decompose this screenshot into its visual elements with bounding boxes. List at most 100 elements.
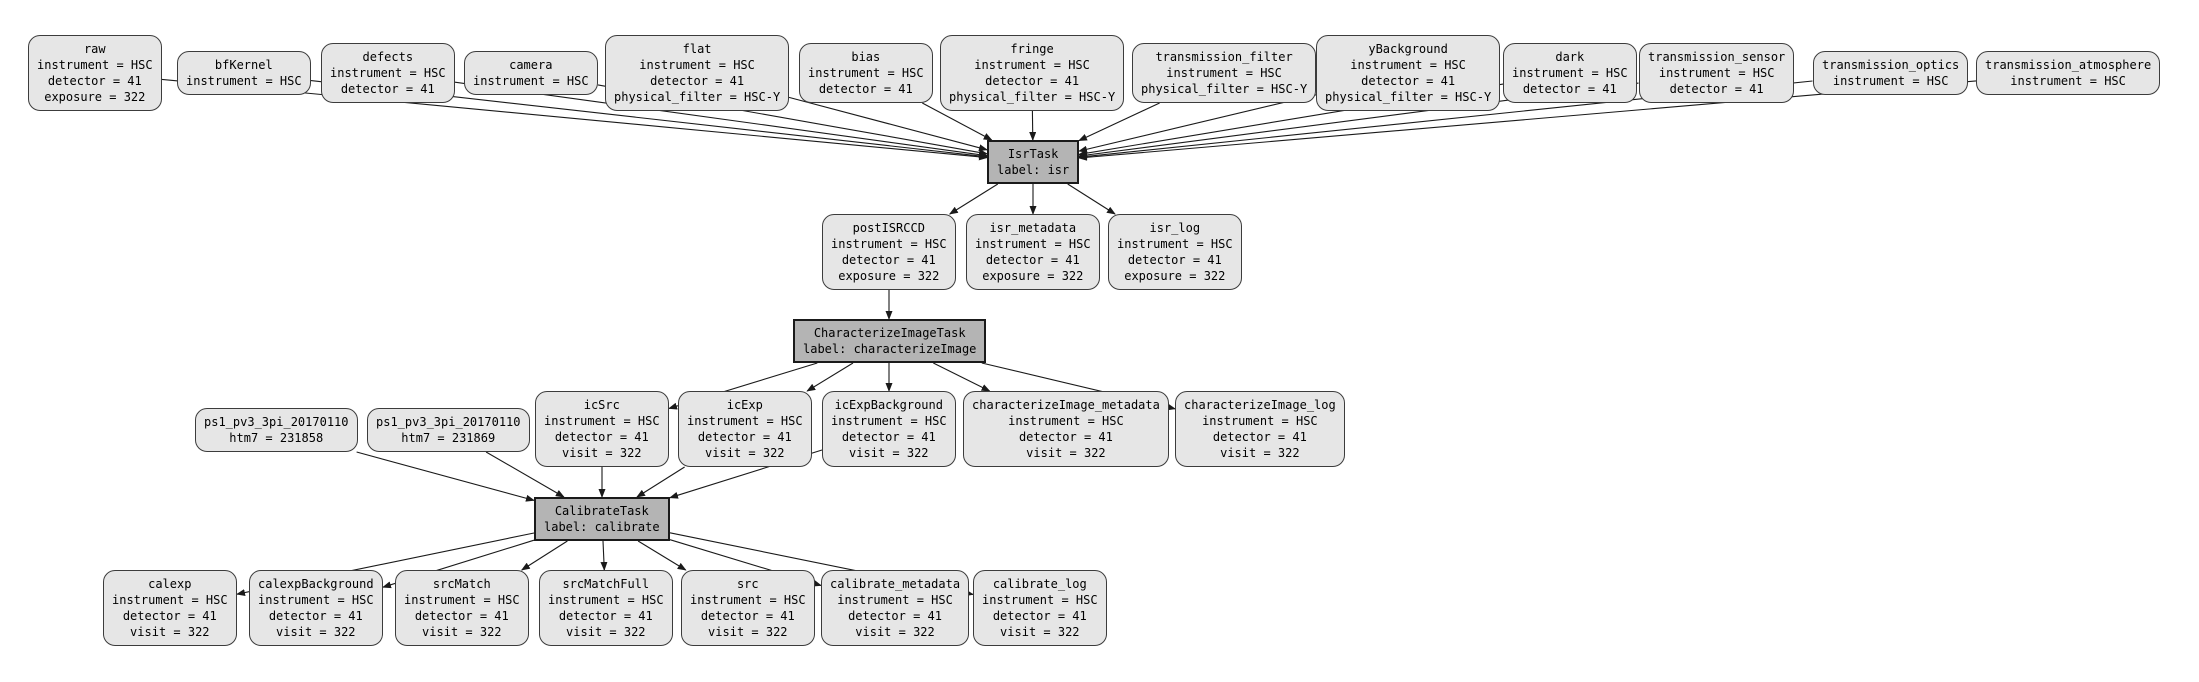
node-attr: instrument = HSC (690, 593, 806, 607)
node-attr: instrument = HSC (258, 593, 374, 607)
node-title: transmission_filter (1155, 50, 1293, 64)
node-title: icSrc (583, 398, 620, 412)
node-attr: visit = 322 (566, 625, 646, 639)
node-attr: exposure = 322 (982, 269, 1084, 283)
node-attr: instrument = HSC (1202, 414, 1318, 428)
node-title: characterizeImage_metadata (972, 398, 1160, 412)
node-attr: detector = 41 (697, 430, 792, 444)
node-title: raw (83, 42, 106, 56)
edge-CalibrateTask-to-src (637, 540, 687, 571)
node-title: defects (362, 50, 414, 64)
node-attr: detector = 41 (1522, 82, 1617, 96)
node-attr: detector = 41 (841, 253, 936, 267)
node-title: ps1_pv3_3pi_20170110 (204, 415, 349, 429)
node-attr: detector = 41 (985, 74, 1080, 88)
node-title: postISRCCD (852, 221, 925, 235)
node-title: isr_metadata (989, 221, 1077, 235)
edge-transmission_filter-to-IsrTask (1078, 102, 1160, 142)
node-attr: instrument = HSC (975, 237, 1091, 251)
node-attr: instrument = HSC (1658, 66, 1775, 80)
dataset-node-srcMatchFull: srcMatchFull instrument = HSC detector = 4… (539, 570, 673, 646)
node-attr: detector = 41 (992, 609, 1087, 623)
node-attr: instrument = HSC (112, 593, 228, 607)
node-attr: instrument = HSC (837, 593, 953, 607)
node-title: src (736, 577, 759, 591)
node-title: dark (1555, 50, 1585, 64)
edge-IsrTask-to-postISRCCD (948, 183, 999, 215)
node-attr: visit = 322 (276, 625, 356, 639)
node-title: camera (509, 58, 553, 72)
node-attr: detector = 41 (268, 609, 363, 623)
node-title: yBackground (1368, 42, 1448, 56)
node-attr: detector = 41 (47, 74, 142, 88)
node-attr: visit = 322 (855, 625, 935, 639)
node-attr: detector = 41 (1127, 253, 1222, 267)
node-title: CalibrateTask (554, 504, 649, 518)
edge-CharacterizeImageTask-to-characterizeImage_metadata (933, 362, 991, 392)
dataset-node-dark: dark instrument = HSC detector = 41 (1503, 43, 1637, 103)
node-attr: htm7 = 231869 (401, 431, 496, 445)
node-title: ps1_pv3_3pi_20170110 (376, 415, 521, 429)
node-attr: instrument = HSC (1512, 66, 1628, 80)
node-attr: physical_filter = HSC-Y (614, 90, 781, 104)
node-title: calibrate_log (992, 577, 1087, 591)
task-node-CalibrateTask: CalibrateTask label: calibrate (534, 497, 670, 541)
node-title: CharacterizeImageTask (813, 326, 966, 340)
node-title: srcMatchFull (562, 577, 650, 591)
node-title: isr_log (1149, 221, 1201, 235)
node-attr: exposure = 322 (838, 269, 940, 283)
node-attr: label: calibrate (544, 520, 660, 534)
node-attr: physical_filter = HSC-Y (949, 90, 1116, 104)
node-attr: detector = 41 (554, 430, 649, 444)
edge-flat-to-IsrTask (788, 96, 988, 152)
node-attr: detector = 41 (1018, 430, 1113, 444)
node-attr: instrument = HSC (544, 414, 660, 428)
node-title: IsrTask (1007, 147, 1059, 161)
edge-CharacterizeImageTask-to-icExp (806, 362, 854, 392)
node-attr: detector = 41 (650, 74, 745, 88)
node-attr: label: isr (997, 163, 1070, 177)
node-attr: visit = 322 (130, 625, 210, 639)
node-title: calibrate_metadata (830, 577, 961, 591)
node-title: transmission_sensor (1648, 50, 1786, 64)
edge-IsrTask-to-isr_log (1067, 183, 1116, 215)
edge-ps1_htm7_231869-to-CalibrateTask (485, 451, 565, 498)
edge-CalibrateTask-to-srcMatchFull (600, 540, 608, 571)
edge-ps1_htm7_231858-to-CalibrateTask (356, 451, 535, 502)
node-attr: instrument = HSC (974, 58, 1090, 72)
node-attr: detector = 41 (558, 609, 653, 623)
node-attr: instrument = HSC (548, 593, 664, 607)
dataset-node-icSrc: icSrc instrument = HSC detector = 41 visit … (535, 391, 669, 467)
node-title: characterizeImage_log (1184, 398, 1336, 412)
node-attr: physical_filter = HSC-Y (1141, 82, 1308, 96)
edge-icExp-to-CalibrateTask (636, 466, 685, 498)
node-attr: detector = 41 (340, 82, 435, 96)
node-attr: instrument = HSC (639, 58, 755, 72)
node-attr: instrument = HSC (808, 66, 924, 80)
node-attr: instrument = HSC (1832, 74, 1949, 88)
node-attr: detector = 41 (1361, 74, 1456, 88)
node-attr: visit = 322 (562, 446, 642, 460)
